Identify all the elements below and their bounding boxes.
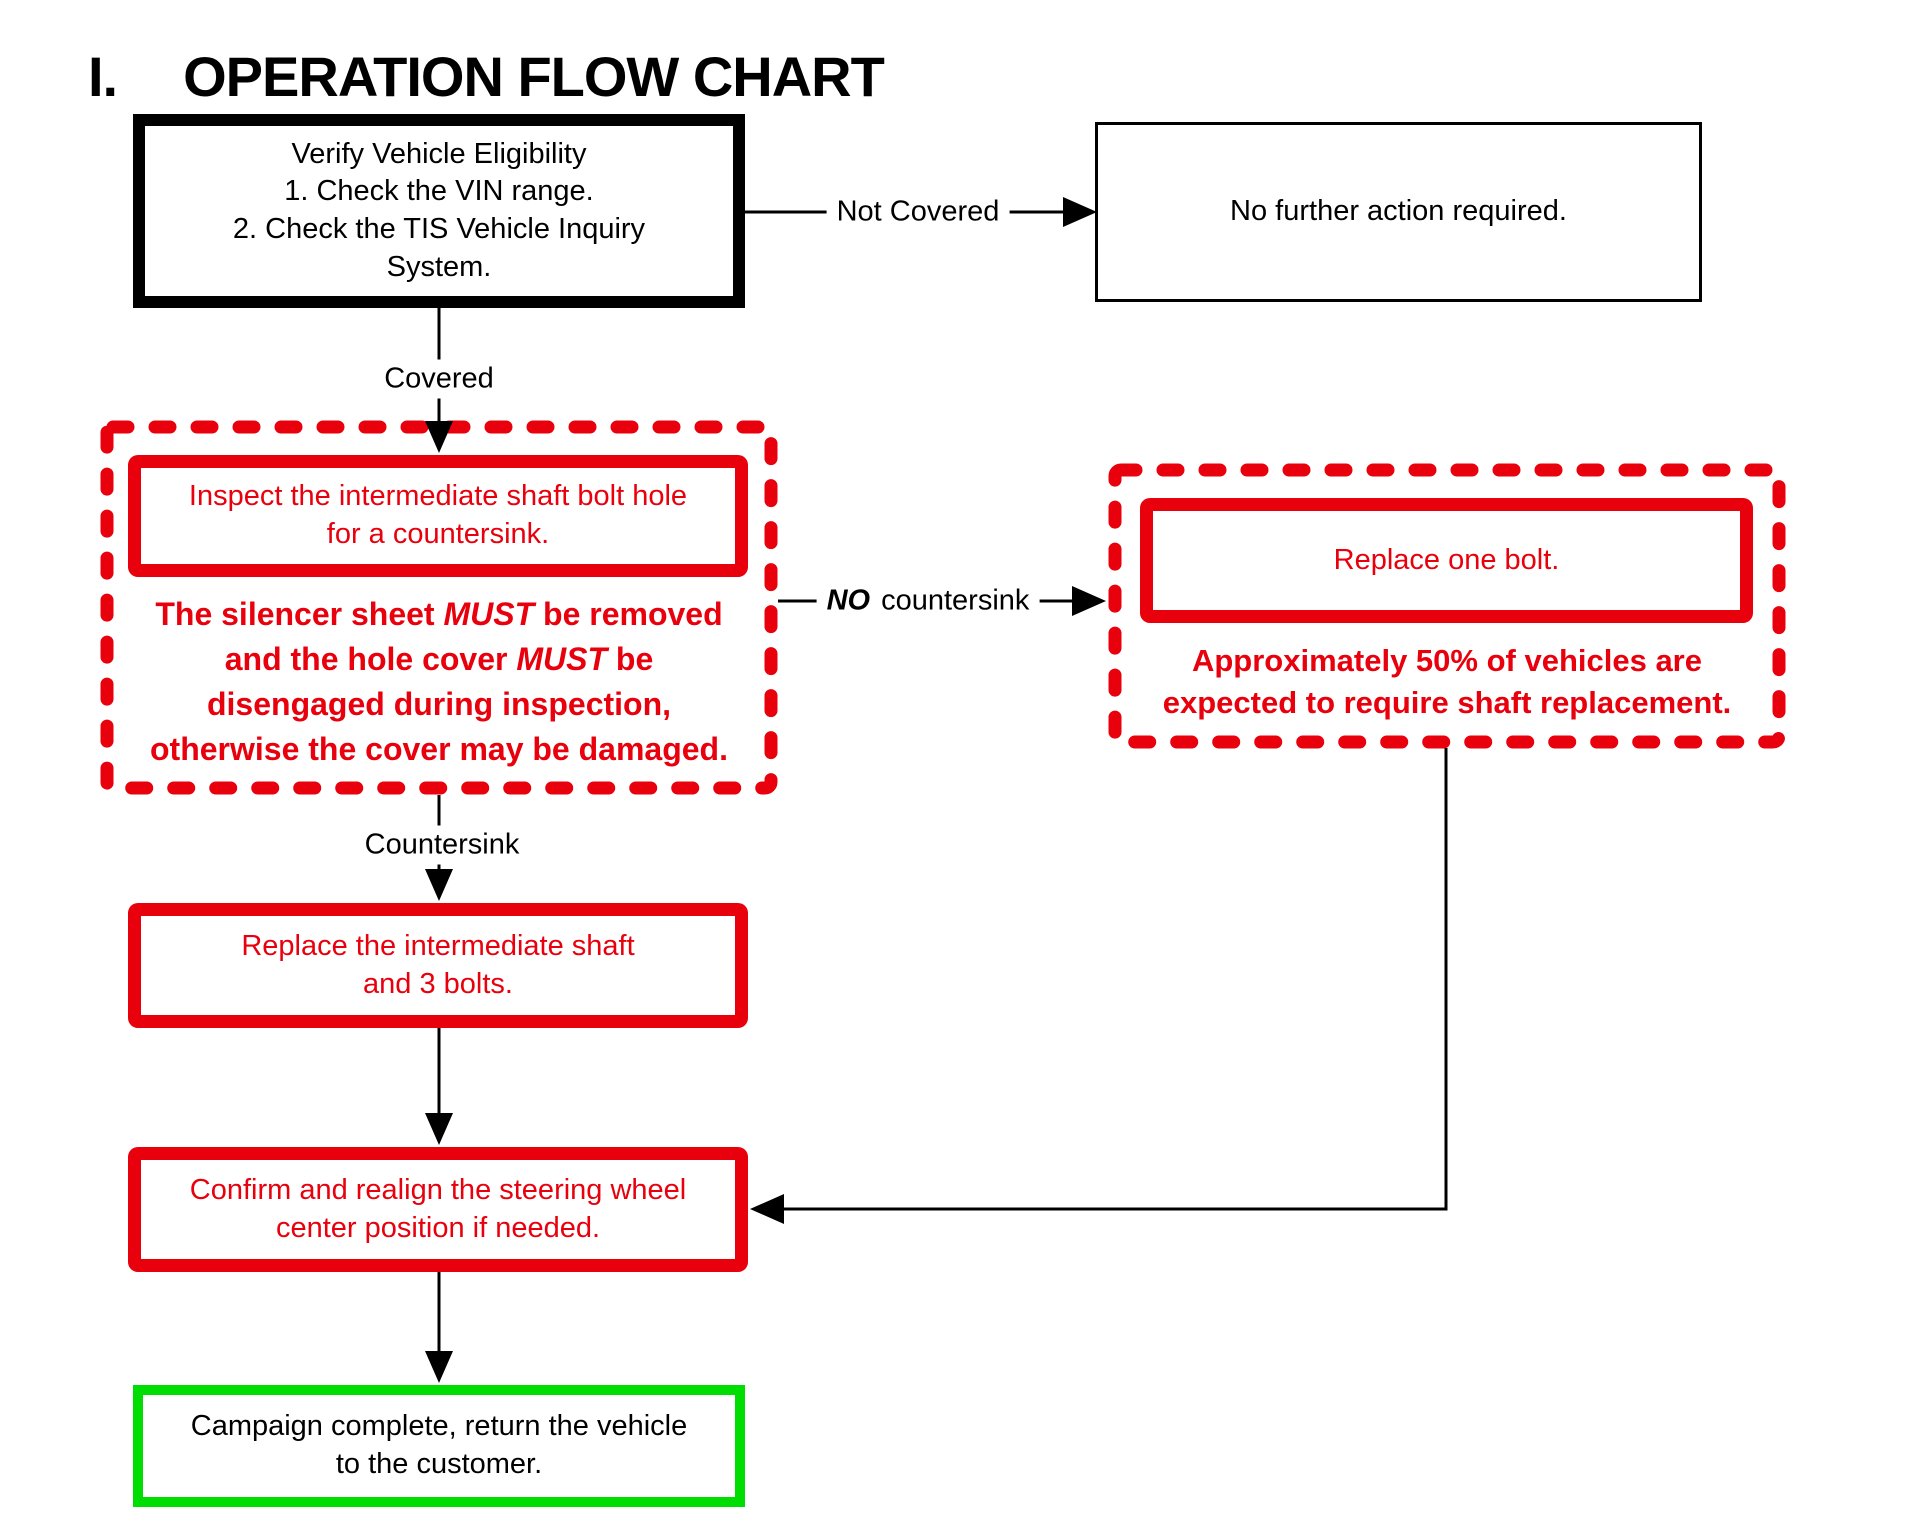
arrowhead-no-countersink (1072, 586, 1106, 616)
note-silencer-warning-line4: otherwise the cover may be damaged. (150, 731, 728, 767)
arrowhead-covered (425, 421, 453, 453)
arrowhead-bolt-to-confirm (750, 1194, 784, 1224)
node-confirm-steering: Confirm and realign the steering wheel c… (128, 1147, 748, 1272)
group-replace-bolt-dashed-border (1108, 463, 1786, 749)
warning-text-segment: The silencer sheet (155, 596, 444, 632)
note-silencer-warning-line3: disengaged during inspection, (206, 686, 672, 722)
edge-label-no-emphasis: NO (826, 584, 871, 617)
warning-text-segment: be (607, 641, 654, 677)
edge-label-no-countersink: NO countersink (816, 581, 1040, 621)
note-silencer-warning-line1: The silencer sheet MUST be removed (110, 592, 768, 637)
arrowhead-not-covered (1063, 197, 1097, 227)
node-confirm-steering-text: Confirm and realign the steering wheel c… (189, 1173, 687, 1244)
node-replace-one-bolt: Replace one bolt. (1140, 498, 1753, 623)
node-no-further-action-text: No further action required. (1230, 195, 1567, 228)
warning-must-emphasis: MUST (443, 596, 535, 632)
arrowhead-countersink (425, 869, 453, 901)
node-verify-eligibility: Verify Vehicle Eligibility 1. Check the … (133, 114, 745, 308)
warning-text-segment: and the hole cover (224, 641, 517, 677)
node-campaign-complete-text: Campaign complete, return the vehicle to… (190, 1410, 688, 1480)
edge-label-not-covered: Not Covered (826, 192, 1010, 232)
edge-bolt-to-confirm (762, 748, 1448, 1211)
arrowhead-replace-to-confirm (425, 1113, 453, 1145)
edge-label-no-countersink-rest: countersink (881, 584, 1030, 617)
page-title: OPERATION FLOW CHART (183, 45, 885, 108)
warning-text-segment: be removed (534, 596, 723, 632)
node-inspect-bolt-hole-text: Inspect the intermediate shaft bolt hole… (188, 480, 688, 550)
group-inspect-dashed-border (100, 420, 778, 795)
node-verify-eligibility-text: Verify Vehicle Eligibility 1. Check the … (232, 137, 646, 283)
node-replace-one-bolt-text: Replace one bolt. (1333, 543, 1560, 576)
page-title-row: I. OPERATION FLOW CHART (88, 44, 885, 109)
note-silencer-warning-line2: and the hole cover MUST be (110, 637, 768, 682)
edge-label-covered: Covered (374, 359, 504, 399)
note-shaft-replacement-rate: Approximately 50% of vehicles are expect… (1162, 643, 1732, 720)
note-silencer-warning: The silencer sheet MUST be removed and t… (110, 592, 768, 772)
page-title-numeral: I. (88, 45, 118, 108)
node-replace-shaft-text: Replace the intermediate shaft and 3 bol… (241, 929, 635, 1000)
node-inspect-bolt-hole: Inspect the intermediate shaft bolt hole… (128, 455, 748, 577)
node-no-further-action: No further action required. (1095, 122, 1702, 302)
edge-label-countersink: Countersink (354, 825, 530, 865)
node-campaign-complete: Campaign complete, return the vehicle to… (133, 1385, 745, 1507)
warning-must-emphasis: MUST (516, 641, 608, 677)
node-replace-shaft: Replace the intermediate shaft and 3 bol… (128, 903, 748, 1028)
arrowhead-confirm-to-complete (425, 1351, 453, 1383)
